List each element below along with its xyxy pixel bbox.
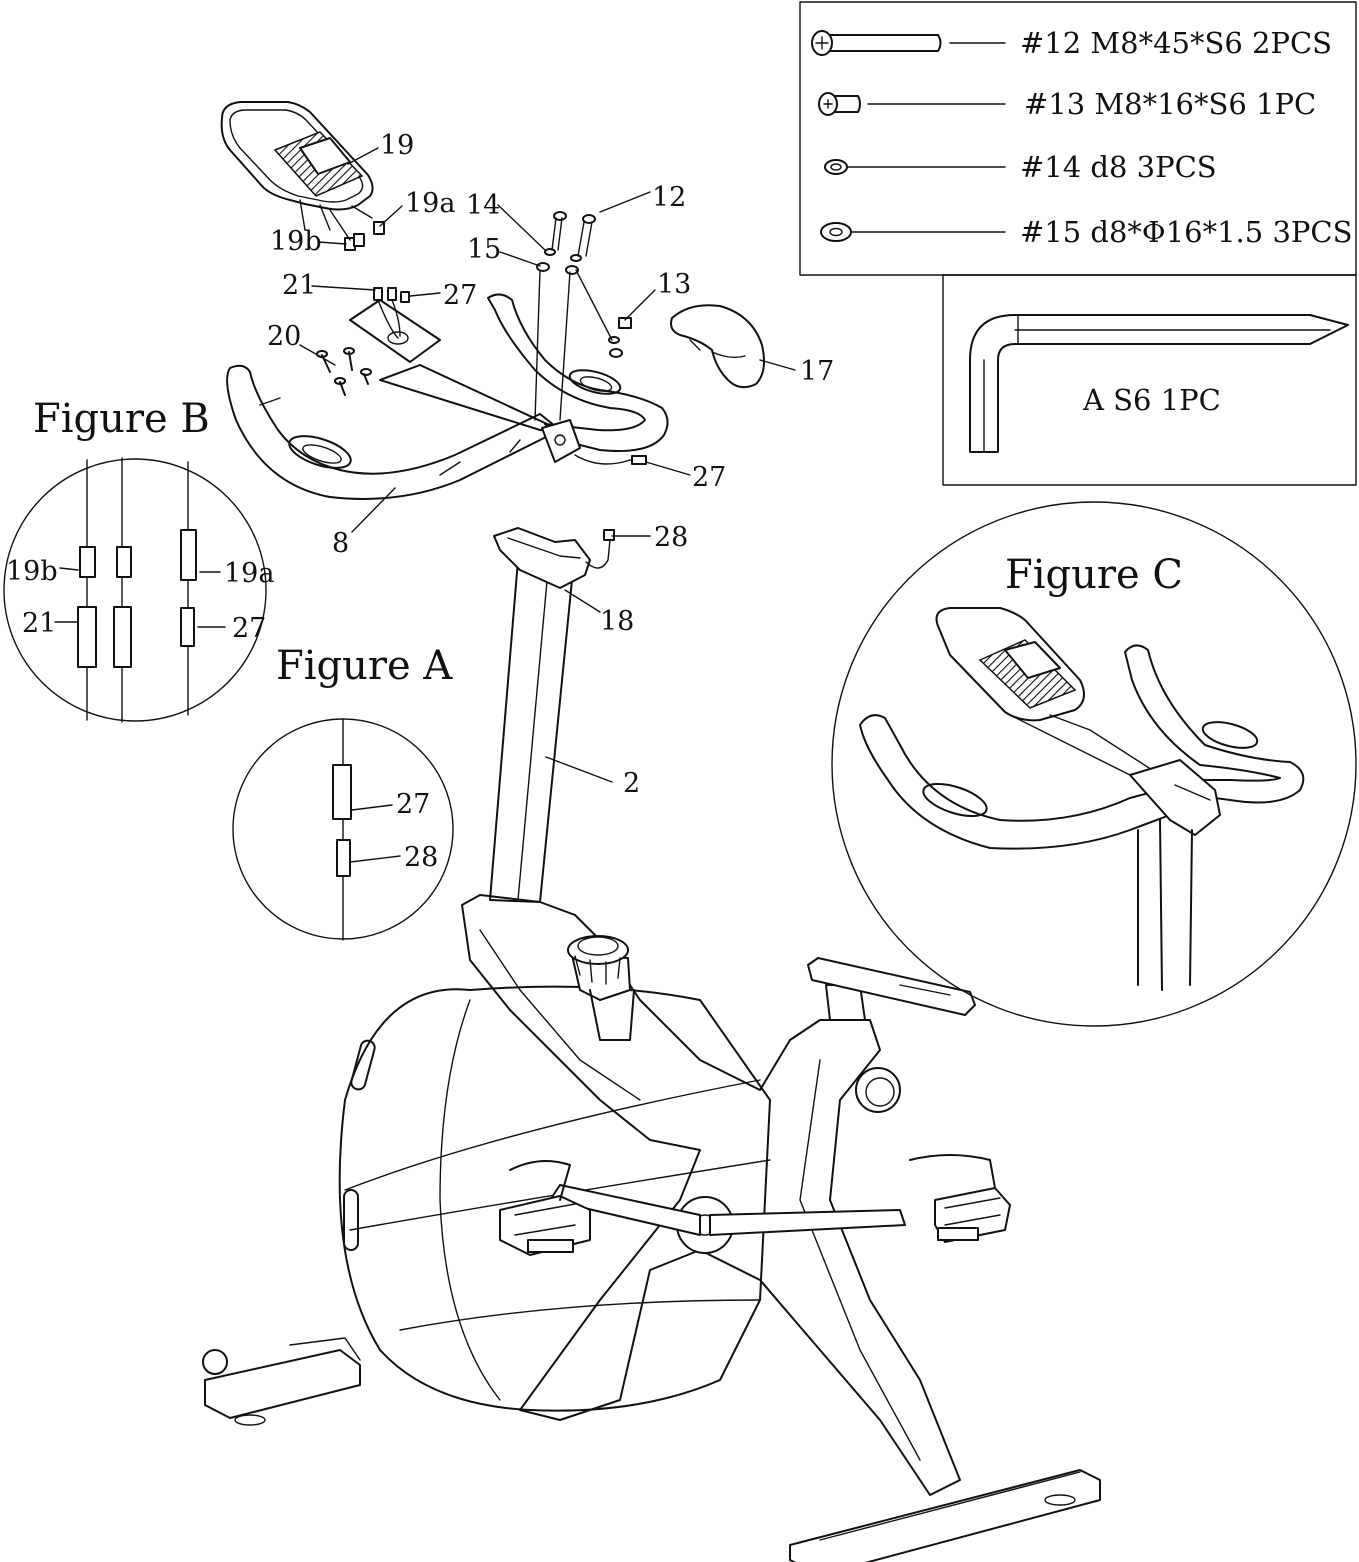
figure-b-detail: 19b 19a 21 27	[3, 457, 274, 723]
bike-frame	[202, 527, 1101, 1562]
washer-15-icon	[820, 222, 1006, 242]
label-8: 8	[332, 528, 349, 559]
label-19b: 19b	[270, 226, 322, 257]
label-27-top: 27	[443, 280, 477, 311]
fig-a-label-27: 27	[396, 789, 430, 820]
part-labels: 19 19a 19b 14 12 15 13 21 27 20 17 27 8 …	[267, 130, 834, 799]
figure-c-title: Figure C	[1005, 552, 1183, 598]
hardware-12-text: #12 M8*45*S6 2PCS	[1020, 26, 1332, 60]
figure-a-title: Figure A	[276, 643, 453, 689]
label-13: 13	[657, 269, 691, 300]
right-pedal-icon	[909, 1154, 1011, 1243]
fig-a-label-28: 28	[404, 842, 438, 873]
label-15: 15	[467, 234, 501, 265]
label-19a: 19a	[405, 188, 455, 219]
cover-17-part	[670, 304, 765, 389]
label-12: 12	[652, 182, 686, 213]
label-2: 2	[623, 768, 640, 799]
fig-b-label-19b: 19b	[6, 556, 58, 587]
hardware-14-text: #14 d8 3PCS	[1020, 150, 1217, 184]
bolt-12-icon	[811, 30, 1006, 56]
allen-key-icon	[969, 314, 1349, 453]
handlebar-part	[226, 293, 669, 500]
left-pedal-icon	[499, 1160, 591, 1256]
fig-b-label-21: 21	[22, 608, 56, 639]
fig-b-label-19a: 19a	[224, 558, 274, 589]
leader-lines	[299, 147, 796, 783]
console-bracket	[316, 287, 441, 396]
tool-text: A S6 1PC	[1082, 383, 1221, 417]
label-21: 21	[282, 270, 316, 301]
bolt-13-icon	[818, 92, 1006, 116]
label-27-mid: 27	[692, 462, 726, 493]
label-20: 20	[267, 321, 301, 352]
label-19: 19	[380, 130, 414, 161]
label-17: 17	[800, 356, 834, 387]
screw-20-icon	[316, 347, 372, 396]
tool-box: A S6 1PC	[942, 274, 1357, 486]
label-14: 14	[466, 190, 500, 221]
hardware-13-text: #13 M8*16*S6 1PC	[1024, 87, 1316, 121]
label-28: 28	[654, 522, 688, 553]
fig-b-label-27: 27	[232, 613, 266, 644]
hardware-box: #12 M8*45*S6 2PCS #13 M8*16*S6 1PC #14 d…	[799, 1, 1357, 276]
figure-a-detail: 27 28	[232, 718, 454, 941]
hardware-15-text: #15 d8*Φ16*1.5 3PCS	[1020, 215, 1352, 249]
connector-19a-icon	[373, 221, 385, 235]
washer-14-icon	[824, 159, 1006, 175]
label-18: 18	[600, 606, 634, 637]
figure-b-title: Figure B	[33, 396, 210, 442]
figure-c-detail	[831, 501, 1357, 1027]
exploded-bolts	[534, 211, 632, 421]
resistance-knob	[567, 935, 635, 1041]
